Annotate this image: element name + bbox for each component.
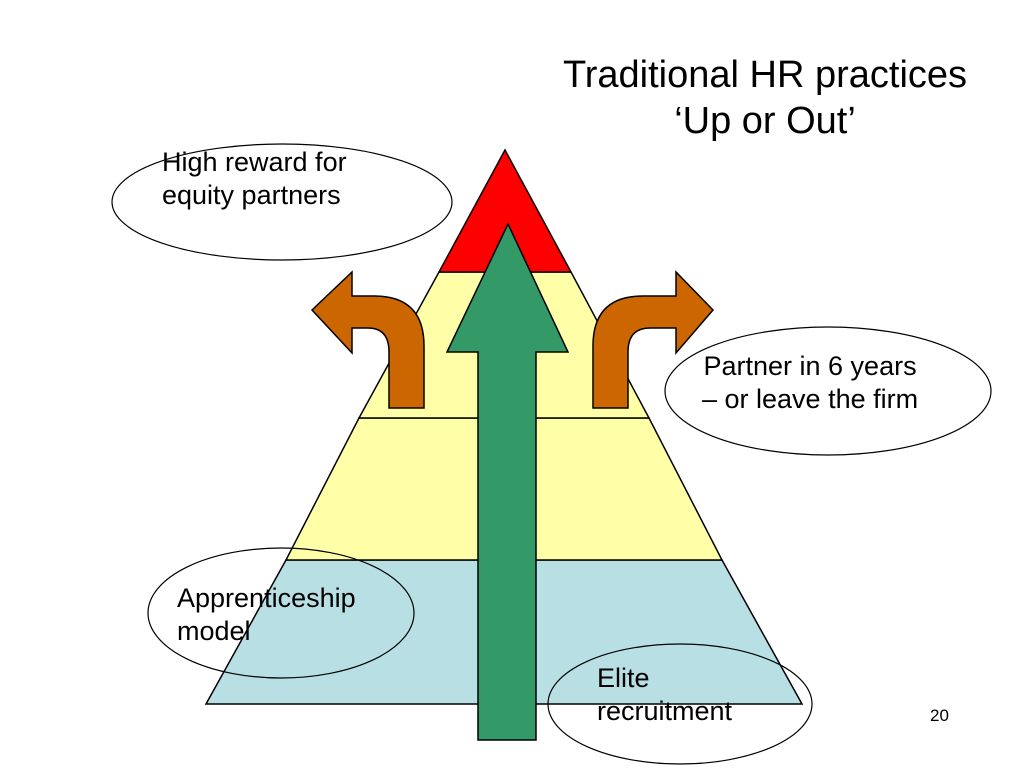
callout-ellipse-recruitment [547,643,813,765]
curved-arrow-icon [310,270,425,409]
callout-recruitment-line-1: Elite [597,663,650,693]
slide-title-line-2: ‘Up or Out’ [674,100,856,142]
curved-arrow-icon [592,270,715,409]
callout-ellipse-top-reward [111,143,453,261]
callout-apprenticeship: Apprenticeship model [177,582,356,648]
up-arrow-icon [445,222,570,741]
callout-ellipse-apprenticeship [147,547,415,679]
callout-top-reward-line-2: equity partners [162,180,341,210]
page-number: 20 [930,706,949,725]
callout-apprenticeship-line-1: Apprenticeship [177,583,356,613]
callout-partner-rule-line-2: – or leave the firm [702,384,919,414]
callout-apprenticeship-line-2: model [177,616,251,646]
callout-top-reward-line-1: High reward for [162,147,347,177]
callout-recruitment-line-2: recruitment [597,696,733,726]
callout-ellipse-partner-rule [664,326,992,456]
slide-title-line-1: Traditional HR practices [562,54,968,96]
callout-partner-rule: Partner in 6 years – or leave the firm [702,350,918,416]
callout-partner-rule-line-1: Partner in 6 years [703,351,917,381]
callout-top-reward: High reward for equity partners [162,146,347,212]
slide-title: Traditional HR practices ‘Up or Out’ [505,52,1024,144]
callout-recruitment: Elite recruitment [597,662,732,728]
